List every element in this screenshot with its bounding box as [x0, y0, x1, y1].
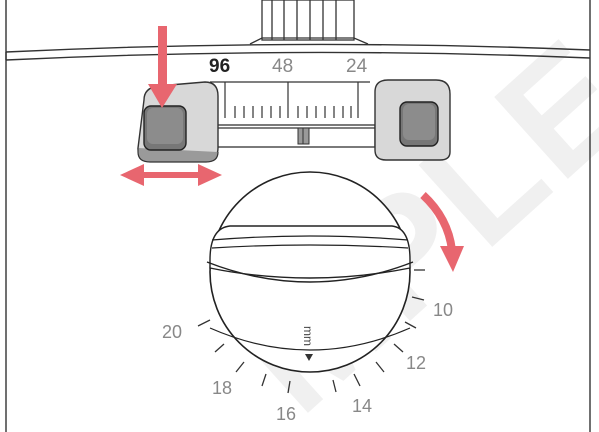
dial-number-12: 12: [406, 353, 426, 373]
dial-number-20: 20: [162, 322, 182, 342]
dial-scale-ticks: [197, 269, 425, 394]
scale-label-96: 96: [209, 56, 230, 77]
double-arrow-horizontal-icon: [120, 164, 222, 186]
curved-arrow-clockwise-icon: [420, 192, 464, 272]
unit-label: mm: [301, 326, 315, 346]
right-slider-block: [374, 79, 451, 161]
dial-number-10: 10: [433, 300, 453, 320]
dial-number-18: 18: [212, 378, 232, 398]
scale-label-48: 48: [272, 56, 293, 77]
stitch-length-dial[interactable]: mm: [206, 171, 414, 373]
scale-label-24: 24: [346, 56, 368, 77]
dial-numbers: 10 12 14 16 18 20: [162, 300, 453, 424]
scale-ticks: [224, 82, 359, 118]
arrow-down-icon: [148, 26, 177, 108]
dial-pointer: mm: [301, 326, 315, 361]
foot-shaft: [249, 0, 369, 45]
dial-number-16: 16: [276, 404, 296, 424]
frame: [5, 0, 591, 432]
left-slider-block[interactable]: [137, 81, 219, 163]
dial-number-14: 14: [352, 396, 372, 416]
slider-rail: [214, 124, 376, 148]
buttonhole-scale: 96 48 24: [137, 56, 451, 163]
